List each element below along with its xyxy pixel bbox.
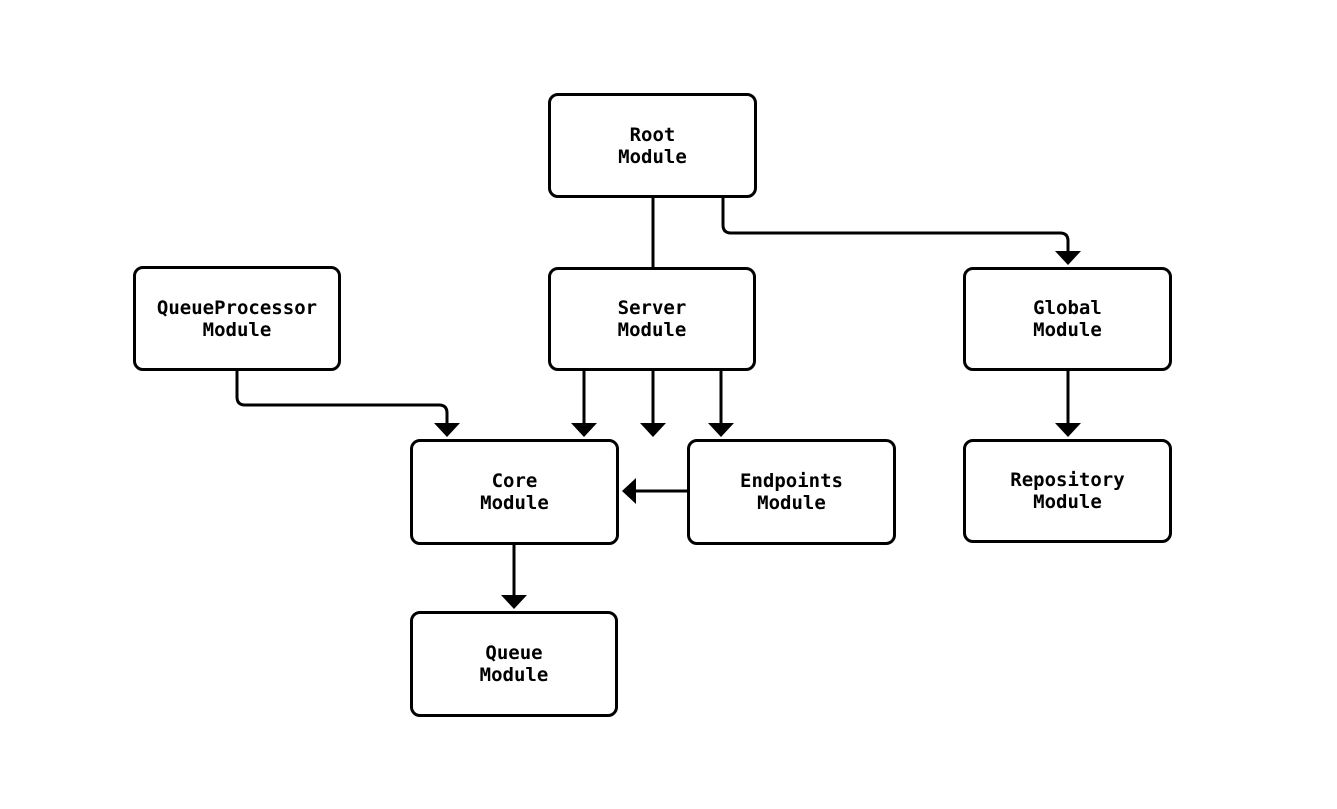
node-repository-module: Repository Module	[963, 439, 1172, 543]
node-server-module: Server Module	[548, 267, 756, 371]
node-server-module-label: Server Module	[617, 297, 687, 341]
node-root-module: Root Module	[548, 93, 757, 198]
node-core-module: Core Module	[410, 439, 619, 545]
node-global-module: Global Module	[963, 267, 1172, 371]
edge-queueprocessor-to-core	[235, 371, 460, 437]
node-repository-module-label: Repository Module	[1010, 469, 1125, 513]
node-queueprocessor-module-label: QueueProcessor Module	[156, 296, 318, 341]
node-root-module-label: Root Module	[618, 123, 687, 168]
node-core-module-label: Core Module	[480, 470, 549, 514]
edge-root-to-global	[721, 198, 1081, 265]
node-queue-module: Queue Module	[410, 611, 618, 717]
node-queueprocessor-module: QueueProcessor Module	[133, 266, 341, 371]
node-endpoints-module: Endpoints Module	[687, 439, 896, 545]
node-global-module-label: Global Module	[1033, 297, 1102, 341]
node-queue-module-label: Queue Module	[479, 642, 549, 686]
node-endpoints-module-label: Endpoints Module	[740, 470, 843, 514]
